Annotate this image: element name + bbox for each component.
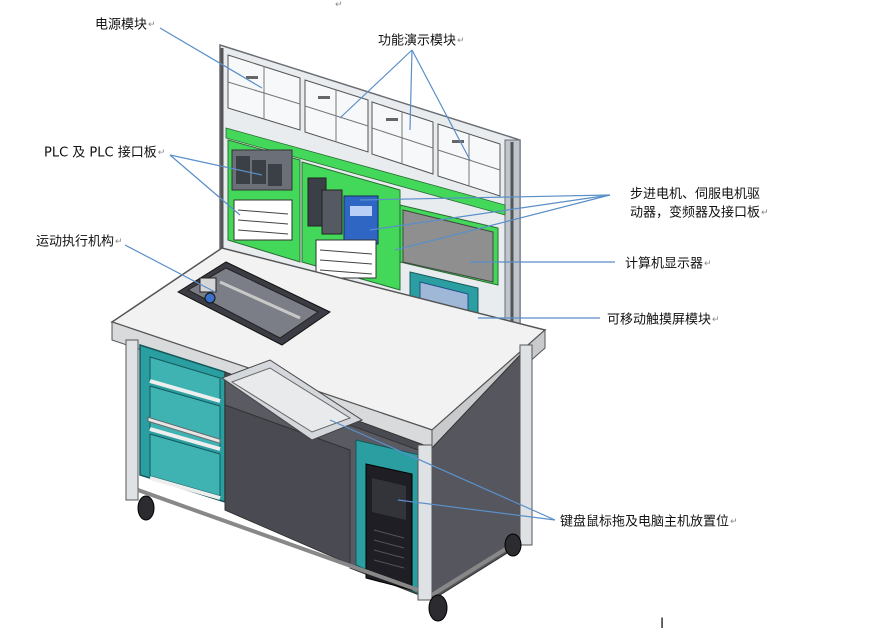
leader-motion [124,244,216,293]
leader-plc-1 [169,154,263,176]
label-power-module: 电源模块↵ [95,17,156,33]
text-cursor: I [660,616,665,632]
label-touch-screen: 可移动触摸屏模块↵ [607,312,720,328]
leader-keyboard [329,419,556,521]
leader-demo-3 [411,49,471,161]
wheels [137,495,522,622]
label-motor-drive-line2: 动器，变频器及接口板↵ [630,205,769,221]
leader-demo-2 [409,49,413,131]
under-table-space [220,359,433,601]
drawer-cabinet [139,343,226,504]
label-function-demo-module: 功能演示模块↵ [378,33,465,49]
green-rail [225,127,506,216]
leader-demo-1 [339,49,413,119]
label-keyboard-pc: 键盘鼠标拖及电脑主机放置位↵ [560,514,738,530]
motion-mechanism [176,261,331,346]
leader-drive-3 [394,194,611,251]
leader-drive-1 [359,194,611,201]
leader-lines [124,27,615,521]
label-plc-board: PLC 及 PLC 接口板↵ [44,145,166,161]
label-motor-drive-line1: 步进电机、伺服电机驱 [630,187,761,202]
computer-monitor [399,204,499,286]
function-demo-windows [227,54,501,197]
leader-drive-2 [369,194,611,231]
label-computer-display: 计算机显示器↵ [625,256,712,272]
leader-power-module [159,27,263,89]
leader-pc [397,499,556,521]
paragraph-mark: ↵ [335,0,343,10]
leader-plc-2 [169,154,241,216]
label-motion-mechanism: 运动执行机构↵ [36,234,123,250]
plc-panel [227,139,301,263]
drive-panel [301,161,401,291]
